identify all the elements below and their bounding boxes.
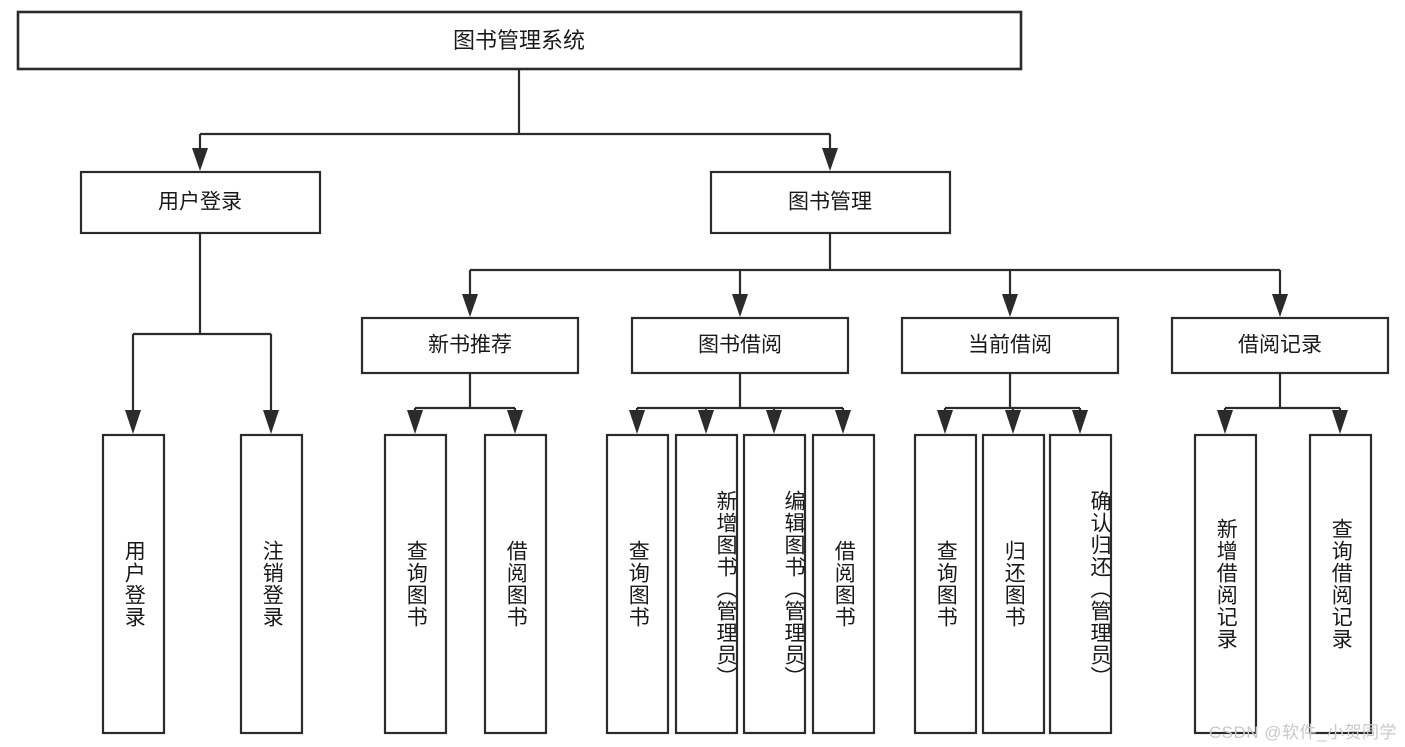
leaf-query-record-box[interactable] [1308, 433, 1373, 735]
arrow-head-leaf-user-login [125, 410, 141, 434]
connector-group-borrow-record-to-leaves [1217, 373, 1348, 434]
arrow-head-leaf-add-book [698, 410, 714, 434]
connector-group-book-management-to-level3 [462, 233, 1288, 317]
arrow-head-current-borrow [1002, 294, 1018, 317]
node-book-management[interactable]: 图书管理 [709, 170, 952, 235]
arrow-head-borrow-record [1272, 294, 1288, 317]
node-current-borrow-box[interactable] [900, 316, 1120, 375]
arrow-head-leaf-query-book-1 [407, 410, 423, 434]
leaf-group-borrow-record [1193, 433, 1373, 735]
arrow-head-leaf-borrow-book-2 [835, 410, 851, 434]
leaf-group-current-borrow [913, 433, 1113, 735]
arrow-head-leaf-return-book [1005, 410, 1021, 434]
arrow-head-user-login [192, 148, 208, 171]
arrow-head-leaf-borrow-book-1 [507, 410, 523, 434]
node-root-box[interactable] [16, 10, 1023, 71]
node-borrow-record-box[interactable] [1170, 316, 1390, 375]
arrow-head-leaf-query-book-3 [937, 410, 953, 434]
node-root-label: 图书管理系统 [453, 28, 585, 53]
connector-group-book-borrow-to-leaves [629, 373, 851, 434]
leaf-query-book-2-box[interactable] [605, 433, 670, 735]
leaf-borrow-book-1-box[interactable] [483, 433, 548, 735]
leaf-confirm-return-box[interactable] [1048, 433, 1113, 735]
node-current-borrow-label: 当前借阅 [968, 334, 1052, 357]
node-borrow-record-label: 借阅记录 [1238, 334, 1322, 357]
arrow-head-leaf-query-book-2 [629, 410, 645, 434]
node-new-book-recommend[interactable]: 新书推荐 [360, 316, 580, 375]
node-borrow-record[interactable]: 借阅记录 [1170, 316, 1390, 375]
leaf-return-book-box[interactable] [981, 433, 1046, 735]
node-user-login-label: 用户登录 [158, 191, 242, 214]
leaf-add-book-box[interactable] [674, 433, 739, 735]
node-book-management-box[interactable] [709, 170, 952, 235]
node-user-login[interactable]: 用户登录 [79, 170, 322, 235]
arrow-head-leaf-confirm-return [1072, 410, 1088, 434]
arrow-head-book-borrow [732, 294, 748, 317]
leaf-edit-book-box[interactable] [742, 433, 807, 735]
node-book-borrow-box[interactable] [630, 316, 850, 375]
arrow-head-leaf-user-logout [263, 410, 279, 434]
leaf-query-book-1-box[interactable] [383, 433, 448, 735]
leaf-group-book-borrow [605, 433, 876, 735]
connector-group-current-borrow-to-leaves [937, 373, 1088, 434]
arrow-head-leaf-add-record [1217, 410, 1233, 434]
node-new-book-recommend-box[interactable] [360, 316, 580, 375]
arrow-head-leaf-edit-book [766, 410, 782, 434]
node-book-borrow[interactable]: 图书借阅 [630, 316, 850, 375]
arrow-head-new-book-recommend [462, 294, 478, 317]
connector-group-user-login-to-leaves [125, 233, 279, 434]
leaf-group-new-book-recommend [383, 433, 548, 735]
leaf-add-record-box[interactable] [1193, 433, 1258, 735]
leaf-user-login-box[interactable] [101, 433, 166, 735]
leaf-group-user-login [101, 433, 304, 735]
connector-group-root-to-level2 [192, 69, 838, 171]
node-user-login-box[interactable] [79, 170, 322, 235]
node-new-book-recommend-label: 新书推荐 [428, 334, 512, 357]
node-root[interactable]: 图书管理系统 [16, 10, 1023, 71]
leaf-borrow-book-2-box[interactable] [811, 433, 876, 735]
csdn-watermark: CSDN @软件_小贺同学 [1208, 723, 1397, 742]
node-current-borrow[interactable]: 当前借阅 [900, 316, 1120, 375]
leaf-user-logout-box[interactable] [239, 433, 304, 735]
leaf-query-book-3-box[interactable] [913, 433, 978, 735]
connector-group-new-book-recommend-to-leaves [407, 373, 523, 434]
node-book-management-label: 图书管理 [788, 191, 872, 214]
arrow-head-leaf-query-record [1332, 410, 1348, 434]
arrow-head-book-management [822, 148, 838, 171]
node-book-borrow-label: 图书借阅 [698, 334, 782, 357]
